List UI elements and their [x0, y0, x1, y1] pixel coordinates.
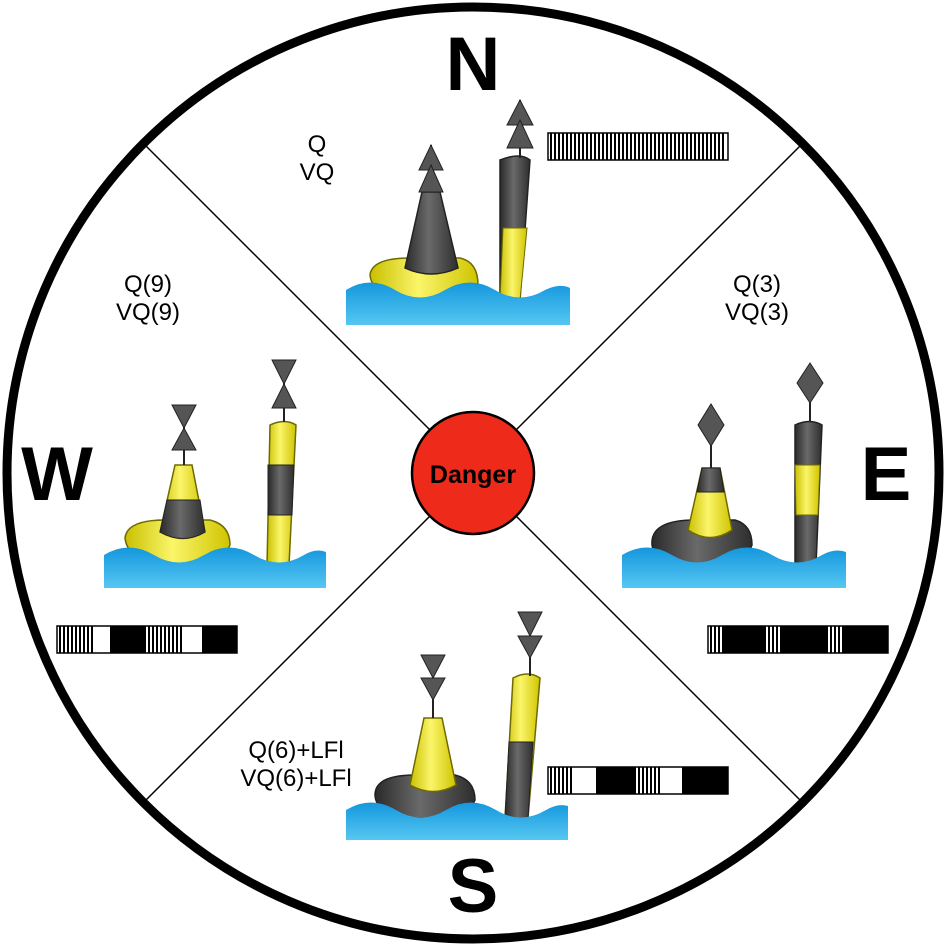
- east-rhythm-vq: VQ(3): [725, 299, 789, 326]
- water-wave-icon: [622, 547, 846, 588]
- danger-label: Danger: [430, 461, 516, 489]
- north-label: N: [446, 22, 501, 107]
- east-buoys: [622, 362, 846, 588]
- west-rhythm-vq: VQ(9): [116, 299, 180, 326]
- east-rhythm-q: Q(3): [733, 271, 781, 298]
- north-rhythm-vq: VQ: [300, 159, 335, 186]
- north-buoys: [346, 98, 570, 325]
- east-label: E: [861, 432, 912, 517]
- west-buoys: [104, 359, 326, 588]
- north-rhythm-q: Q: [308, 131, 327, 158]
- danger-marker: [410, 410, 536, 536]
- west-rhythm-q: Q(9): [124, 271, 172, 298]
- south-buoys: [346, 611, 568, 840]
- water-wave-icon: [346, 802, 568, 840]
- water-wave-icon: [346, 282, 570, 325]
- south-label: S: [448, 844, 499, 929]
- south-rhythm-q: Q(6)+LFl: [248, 737, 343, 764]
- north-light-pattern: [547, 132, 729, 161]
- east-light-pattern: [707, 625, 889, 654]
- water-wave-icon: [104, 547, 326, 588]
- west-label: W: [21, 432, 93, 517]
- south-rhythm-vq: VQ(6)+LFl: [240, 765, 351, 792]
- west-light-pattern: [56, 625, 238, 654]
- south-light-pattern: [547, 766, 729, 795]
